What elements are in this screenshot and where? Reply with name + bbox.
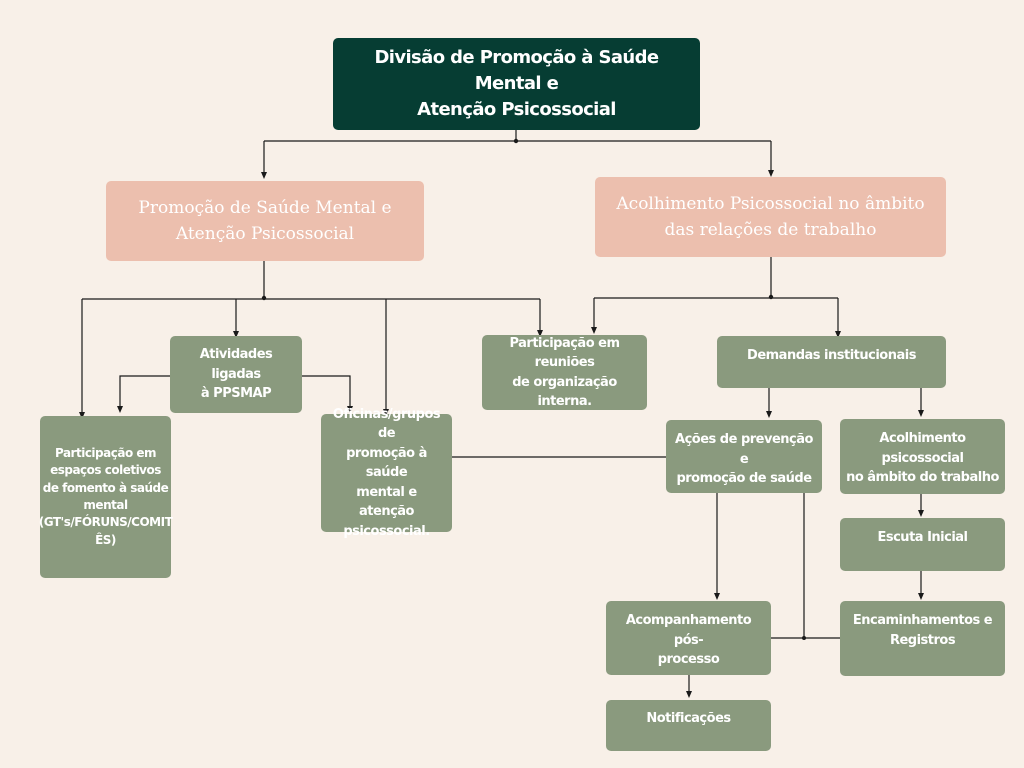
connector-right-branch-to-children: [593, 257, 839, 336]
arrowhead: [79, 412, 85, 419]
arrowhead: [537, 330, 543, 337]
node-notificacoes: Notificações: [606, 700, 771, 751]
arrowhead: [918, 593, 924, 600]
node-acolhimento-trabalho: Acolhimento psicossocial no âmbito do tr…: [840, 419, 1005, 494]
node-acoes-prevencao: Ações de prevenção e promoção de saúde: [666, 420, 822, 493]
arrowhead: [766, 411, 772, 418]
node-atividades-ppsmap: Atividades ligadas à PPSMAP: [170, 336, 302, 413]
arrowhead: [261, 172, 267, 179]
branch-promocao-saude-mental: Promoção de Saúde Mental e Atenção Psico…: [106, 181, 424, 261]
arrowhead: [768, 170, 774, 177]
connector-atividades-sides: [119, 375, 351, 410]
node-oficinas-grupos: Oficinas/grupos de promoção à saúde ment…: [321, 407, 452, 539]
arrowhead: [714, 593, 720, 600]
connector-root-to-branches: [263, 130, 772, 177]
root-node: Divisão de Promoção à Saúde Mental e Ate…: [333, 38, 700, 130]
arrowhead: [383, 409, 389, 416]
node-encaminhamentos-registros: Encaminhamentos e Registros: [840, 601, 1005, 676]
node-demandas-institucionais: Demandas institucionais: [717, 336, 946, 388]
arrowhead: [918, 510, 924, 517]
connector-demandas-children: [768, 388, 922, 416]
arrowhead: [591, 327, 597, 334]
node-acompanhamento-pos-processo: Acompanhamento pós- processo: [606, 601, 771, 675]
arrowhead: [233, 331, 239, 338]
node-escuta-inicial: Escuta Inicial: [840, 518, 1005, 571]
branch-acolhimento-psicossocial: Acolhimento Psicossocial no âmbito das r…: [595, 177, 946, 257]
node-participacao-espacos-coletivos: Participação em espaços coletivos de fom…: [39, 416, 173, 578]
arrowhead: [686, 691, 692, 698]
arrowhead: [117, 406, 123, 413]
arrowhead: [347, 406, 353, 413]
node-participacao-reunioes: Participação em reuniões de organização …: [482, 335, 647, 410]
arrowhead: [835, 331, 841, 338]
arrowhead: [918, 410, 924, 417]
connector-left-branch-to-children: [81, 261, 541, 416]
